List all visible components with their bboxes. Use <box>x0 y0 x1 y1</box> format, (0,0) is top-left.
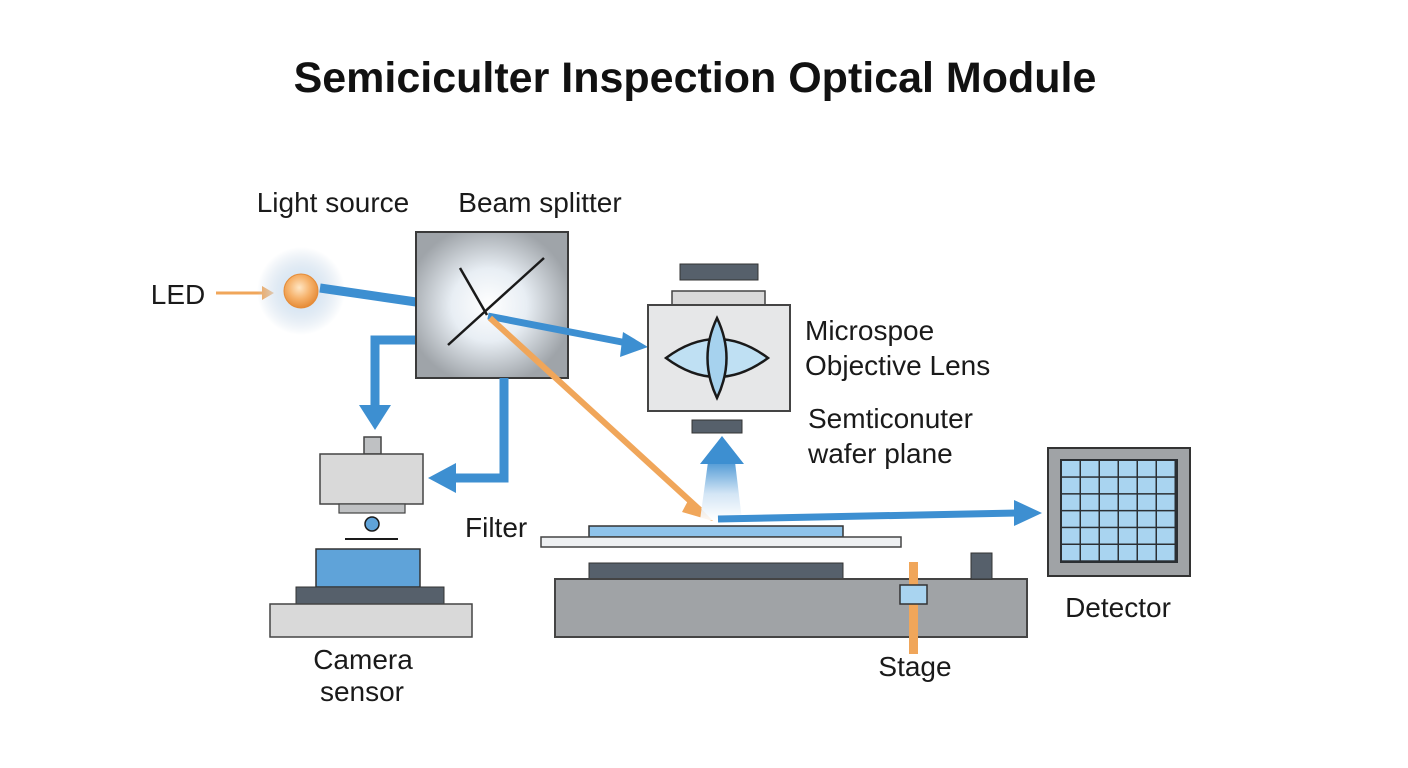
beam-wafer-to-objective <box>700 462 742 520</box>
beam-led-to-splitter <box>319 283 417 307</box>
detector-cell <box>1119 511 1137 527</box>
objective-tip <box>691 419 743 434</box>
stage-top-plate <box>588 562 844 581</box>
stage-base <box>554 578 1028 638</box>
detector-cell <box>1119 545 1137 561</box>
detector-cell <box>1081 511 1099 527</box>
detector-cell <box>1138 494 1156 510</box>
detector-cells <box>1062 461 1175 561</box>
light-source-label: Light source <box>257 187 410 218</box>
detector-cell <box>1100 511 1118 527</box>
detector-cell <box>1062 511 1080 527</box>
camera-label-line1: Camera <box>313 644 413 675</box>
camera-board <box>295 586 445 605</box>
detector-cell <box>1062 461 1080 477</box>
detector <box>1047 447 1191 577</box>
beam-splitter-to-objective <box>487 312 628 347</box>
objective-collar <box>671 290 766 306</box>
beam-detector-arrowhead <box>1014 500 1042 526</box>
filter-label: Filter <box>465 512 527 543</box>
stage-knob <box>970 552 993 580</box>
detector-cell <box>1062 494 1080 510</box>
beam-splitter-label: Beam splitter <box>458 187 621 218</box>
detector-cell <box>1138 461 1156 477</box>
wafer-label-line2: wafer plane <box>807 438 953 469</box>
detector-cell <box>1138 528 1156 544</box>
detector-cell <box>1119 494 1137 510</box>
detector-cell <box>1138 511 1156 527</box>
stage-label: Stage <box>878 651 951 682</box>
camera-sensor-chip <box>315 548 421 588</box>
beam-orange-diagonal <box>487 315 703 513</box>
objective-top-cap <box>679 263 759 281</box>
splitter-mirror-line <box>447 257 545 346</box>
stage-sensor <box>899 584 928 605</box>
led-icon <box>283 273 319 309</box>
detector-cell <box>1062 545 1080 561</box>
stage <box>554 552 1028 654</box>
camera-mount <box>338 503 406 514</box>
detector-cell <box>1100 494 1118 510</box>
detector-cell <box>1157 477 1175 494</box>
camera-sensor <box>269 436 473 638</box>
camera-top-pin <box>363 436 382 455</box>
camera-housing <box>319 453 424 505</box>
detector-cell <box>1119 477 1137 494</box>
detector-cell <box>1157 528 1175 544</box>
lens-vertical <box>706 315 728 401</box>
beam-wafer-to-detector <box>717 509 1019 523</box>
objective-label-line1: Microspoe <box>805 315 934 346</box>
detector-cell <box>1081 494 1099 510</box>
detector-cell <box>1081 461 1099 477</box>
splitter-mirror-line-2 <box>458 267 489 316</box>
camera-base <box>269 603 473 638</box>
detector-label: Detector <box>1065 592 1171 623</box>
detector-cell <box>1100 528 1118 544</box>
detector-cell <box>1119 461 1137 477</box>
diagram-title: Semiciculter Inspection Optical Module <box>294 54 1097 102</box>
detector-cell <box>1157 461 1175 477</box>
filter-plate <box>540 536 902 548</box>
stage-orange-rod <box>909 562 918 654</box>
beam-filter-arrowhead <box>428 463 456 493</box>
detector-cell <box>1081 545 1099 561</box>
detector-cell <box>1138 545 1156 561</box>
detector-cell <box>1100 545 1118 561</box>
detector-cell <box>1081 477 1099 494</box>
detector-cell <box>1100 461 1118 477</box>
beam-splitter-to-camera <box>370 335 416 408</box>
light-source <box>257 247 345 335</box>
detector-cell <box>1157 494 1175 510</box>
led-label: LED <box>151 279 205 310</box>
detector-cell <box>1081 528 1099 544</box>
wafer <box>588 525 844 538</box>
beam-splitter <box>415 231 569 379</box>
camera-label-line2: sensor <box>320 676 404 707</box>
camera-lens-icon <box>364 516 380 532</box>
detector-cell <box>1138 477 1156 494</box>
detector-cell <box>1062 528 1080 544</box>
wafer-assembly <box>540 525 902 548</box>
detector-cell <box>1062 477 1080 494</box>
beam-up-arrowhead <box>700 436 744 464</box>
objective-lens <box>647 263 791 434</box>
objective-label-line2: Objective Lens <box>805 350 990 381</box>
detector-cell <box>1157 511 1175 527</box>
beam-camera-arrowhead <box>359 405 391 430</box>
detector-cell <box>1100 477 1118 494</box>
wafer-label-line1: Semticonuter <box>808 403 973 434</box>
detector-cell <box>1119 528 1137 544</box>
beam-objective-arrowhead <box>620 332 648 357</box>
beam-splitter-to-filter <box>452 378 509 483</box>
detector-cell <box>1157 545 1175 561</box>
